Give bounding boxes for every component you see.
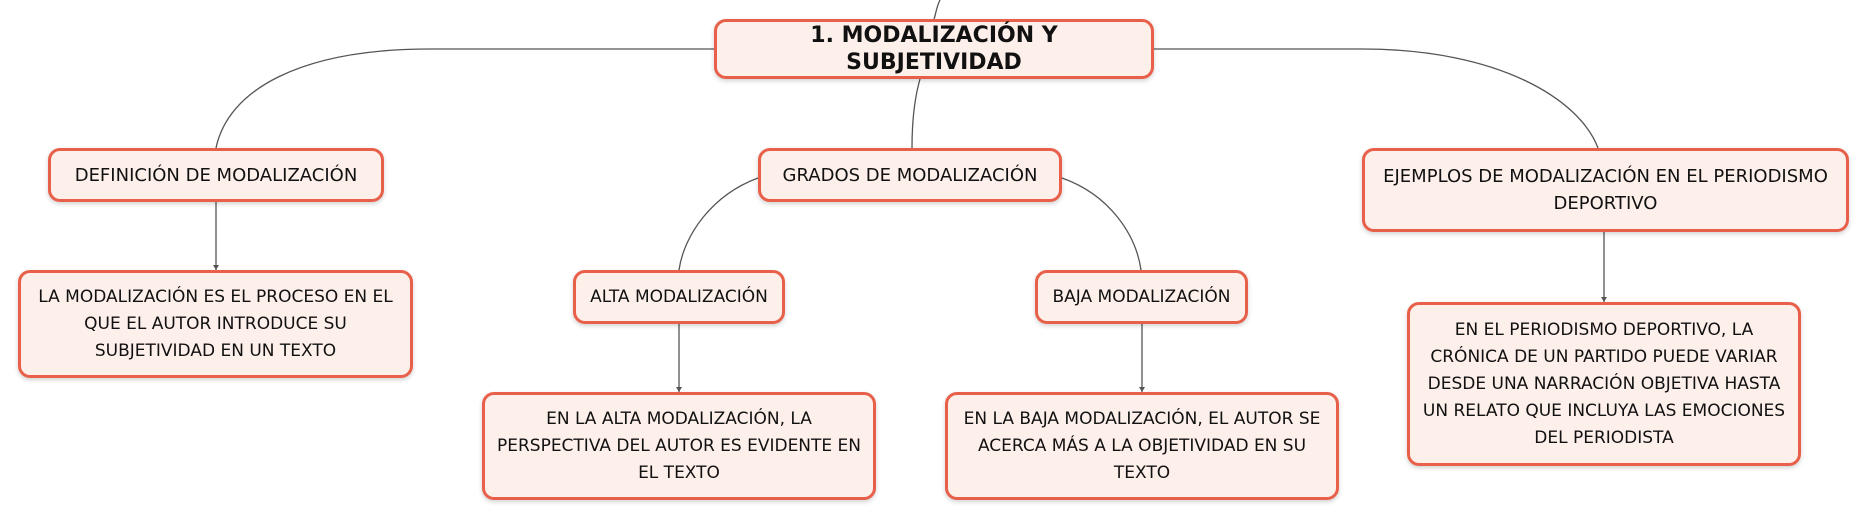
ejemplos-topic-node[interactable]: EJEMPLOS DE MODALIZACIÓN EN EL PERIODISM… [1362,148,1849,232]
arrowhead-alta-detail [676,387,682,392]
alta-detail-node[interactable]: EN LA ALTA MODALIZACIÓN, LA PERSPECTIVA … [482,392,876,500]
definicion-topic-node[interactable]: DEFINICIÓN DE MODALIZACIÓN [48,148,384,202]
connector-root-ejemplos [1154,48,1599,149]
ejemplos-topic-label: EJEMPLOS DE MODALIZACIÓN EN EL PERIODISM… [1383,166,1828,214]
connector-root-parent [933,0,941,20]
baja-detail-node[interactable]: EN LA BAJA MODALIZACIÓN, EL AUTOR SE ACE… [945,392,1339,500]
grados-topic-label: GRADOS DE MODALIZACIÓN [782,164,1038,186]
arrowhead-definicion-detail [213,265,219,270]
alta-modalizacion-label: ALTA MODALIZACIÓN [590,286,768,307]
connector-root-definicion [215,48,714,149]
ejemplos-detail-label: EN EL PERIODISMO DEPORTIVO, LA CRÓNICA D… [1422,319,1786,448]
ejemplos-detail-node[interactable]: EN EL PERIODISMO DEPORTIVO, LA CRÓNICA D… [1407,302,1801,466]
arrowhead-ejemplos-detail [1601,297,1607,302]
connector-root-grados [911,78,921,149]
arrowhead-baja-detail [1139,387,1145,392]
root-topic-label: 1. MODALIZACIÓN Y SUBJETIVIDAD [810,23,1058,75]
definicion-topic-label: DEFINICIÓN DE MODALIZACIÓN [74,164,358,186]
definicion-detail-label: LA MODALIZACIÓN ES EL PROCESO EN EL QUE … [38,286,393,361]
alta-detail-label: EN LA ALTA MODALIZACIÓN, LA PERSPECTIVA … [496,408,862,483]
root-topic-node[interactable]: 1. MODALIZACIÓN Y SUBJETIVIDAD [714,19,1154,79]
connector-grados-baja [1061,177,1142,271]
grados-topic-node[interactable]: GRADOS DE MODALIZACIÓN [758,148,1062,202]
connector-grados-alta [678,177,759,271]
alta-modalizacion-node[interactable]: ALTA MODALIZACIÓN [573,270,785,324]
definicion-detail-node[interactable]: LA MODALIZACIÓN ES EL PROCESO EN EL QUE … [18,270,413,378]
baja-modalizacion-node[interactable]: BAJA MODALIZACIÓN [1035,270,1248,324]
baja-modalizacion-label: BAJA MODALIZACIÓN [1052,286,1231,307]
baja-detail-label: EN LA BAJA MODALIZACIÓN, EL AUTOR SE ACE… [963,408,1321,483]
